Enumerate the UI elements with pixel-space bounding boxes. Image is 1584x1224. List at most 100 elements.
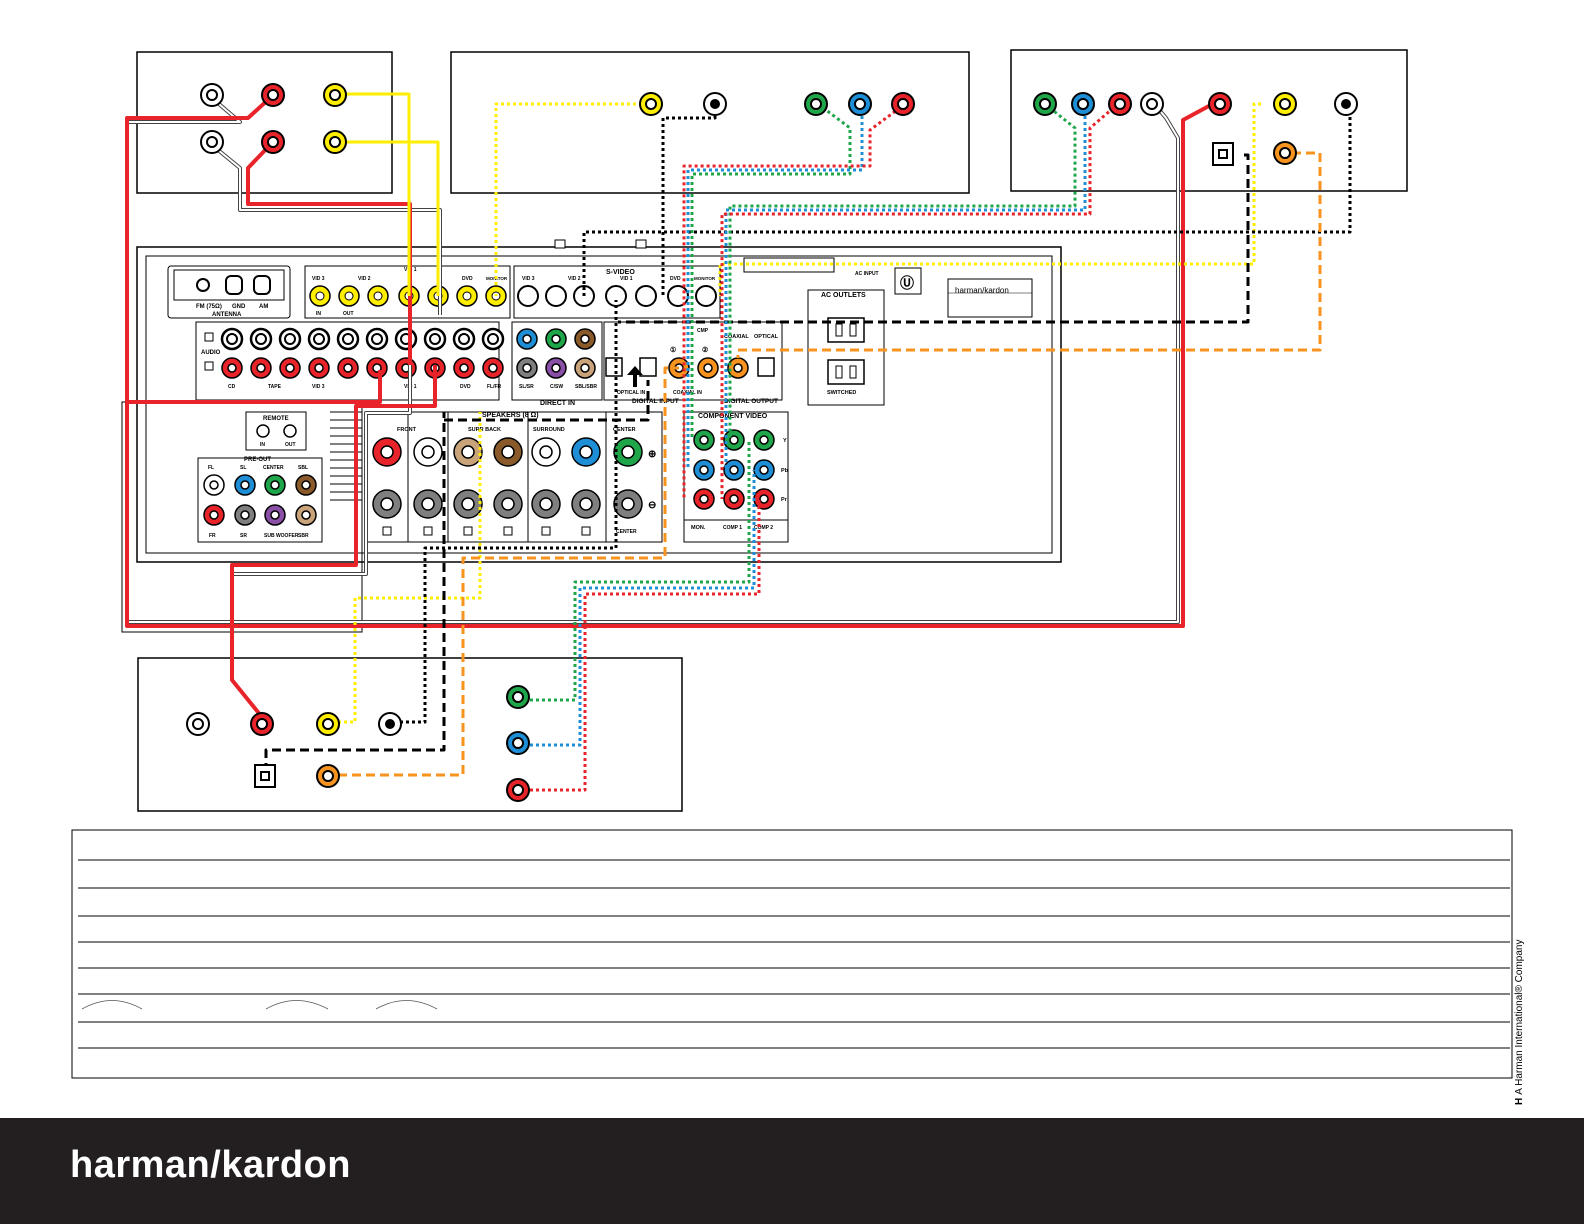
component-y-label: Y: [783, 438, 787, 444]
svideo-vid1-label: VID 1: [620, 276, 633, 282]
direct-in-jacks: [516, 328, 596, 379]
svideo-jack-row: [517, 285, 717, 307]
video-dvd-label: DVD: [462, 276, 473, 282]
speakers-front-label: FRONT: [397, 427, 417, 433]
speakers-center-bottom-label: CENTER: [616, 529, 637, 535]
preout-sbr-label: SBR: [298, 533, 309, 539]
remote-title: REMOTE: [263, 416, 289, 422]
speakers-title: SPEAKERS (8 Ω): [482, 412, 539, 419]
optical-out: [757, 357, 775, 377]
ac-outlet-switched: [827, 359, 865, 385]
svideo-vid2-label: VID 2: [568, 276, 581, 282]
speaker-terminals-bottom: [372, 489, 643, 519]
receiver-rear-panel: FM (75Ω) GND AM ANTENNA VID 3 VID 2 VID …: [121, 239, 1062, 633]
preout-jacks: [203, 474, 317, 526]
wiring-diagram: FM (75Ω) GND AM ANTENNA VID 3 VID 2 VID …: [71, 49, 1513, 1079]
cables: [125, 92, 1352, 792]
preout-center-label: CENTER: [263, 465, 284, 471]
fm-label: FM (75Ω): [196, 304, 222, 310]
remote-in-jack: [256, 424, 270, 438]
switched-label: SWITCHED: [827, 390, 856, 396]
speakers-surround-label: SURROUND: [533, 427, 565, 433]
component-title: COMPONENT VIDEO: [698, 413, 768, 420]
arrow-icon: [627, 366, 643, 387]
direct-csw-label: C/SW: [550, 384, 563, 390]
component-pb-label: Pb: [781, 468, 789, 474]
brand-logo: harman/kardon: [70, 1144, 352, 1186]
component-pr-label: Pr: [781, 497, 788, 503]
fm-antenna-jack: [196, 278, 210, 292]
ul-mark-icon: Ⓤ: [900, 275, 914, 291]
video-vid3-label: VID 3: [312, 276, 325, 282]
preout-fl-label: FL: [208, 465, 214, 471]
optical-in-label: OPTICAL IN: [617, 390, 646, 396]
optical-label: OPTICAL: [754, 334, 779, 340]
preout-sr-label: SR: [240, 533, 247, 539]
antenna-title: ANTENNA: [212, 312, 242, 318]
svideo-vid3-label: VID 3: [522, 276, 535, 282]
video-out-label: OUT: [343, 311, 354, 317]
video-vid2-label: VID 2: [358, 276, 371, 282]
preout-section: [197, 457, 323, 543]
minus-icon: ⊖: [648, 500, 656, 511]
speaker-release-tabs: [382, 526, 591, 536]
gnd-label: GND: [232, 304, 246, 310]
preout-title: PRE-OUT: [244, 457, 271, 463]
vcr-jacks: [200, 83, 347, 154]
direct-sblsbr-label: SBL/SBR: [575, 384, 597, 390]
component-video-jacks: [693, 429, 775, 510]
remote-in-label: IN: [260, 442, 265, 448]
component-comp2-label: COMP 2: [754, 525, 773, 531]
nameplate-brand: harman/kardon: [955, 286, 1009, 295]
ac-input-label: AC INPUT: [855, 271, 879, 277]
remote-out-label: OUT: [285, 442, 296, 448]
dvd-jacks: [1033, 92, 1358, 166]
device-box-bottom: [137, 657, 683, 812]
digital-output-label: DIGITAL OUTPUT: [724, 398, 778, 405]
gnd-terminal: [225, 275, 243, 295]
remote-out-jack: [283, 424, 297, 438]
component-mon-label: MON.: [691, 525, 706, 531]
coaxial-label: COAXIAL: [724, 334, 749, 340]
audio-cd-label: CD: [228, 384, 236, 390]
nameplate: [947, 278, 1033, 318]
speakers-surrback-label: SURR BACK: [468, 427, 501, 433]
digital-number-2: ②: [702, 346, 708, 354]
digital-number-1: ①: [670, 346, 676, 354]
direct-in-title: DIRECT IN: [540, 400, 575, 407]
preout-sbl-label: SBL: [298, 465, 308, 471]
optical-in-1: [605, 357, 623, 377]
ac-outlets-section: [807, 289, 885, 406]
svideo-dvd-label: DVD: [670, 276, 681, 282]
audio-flfr-label: FL/FR: [487, 384, 502, 390]
speakers-section: [365, 411, 663, 543]
cmp-label: CMP: [697, 328, 709, 334]
audio-vid3-label: VID 3: [312, 384, 325, 390]
tv-jacks: [639, 92, 915, 116]
preout-fr-label: FR: [209, 533, 216, 539]
plus-icon: ⊕: [648, 449, 656, 460]
svideo-monitor-label: MONITOR: [694, 276, 716, 281]
device-box-tv: [450, 51, 970, 194]
svideo-title: S-VIDEO: [606, 269, 635, 276]
preout-subwoofer-label: SUB WOOFER: [264, 533, 299, 539]
notes-table: [71, 829, 1513, 1079]
audio-jacks-right-row: [221, 357, 504, 379]
coaxial-jacks: [668, 357, 749, 379]
optical-in-2: [639, 357, 657, 377]
preout-sl-label: SL: [240, 465, 246, 471]
bottom-device-jacks: [186, 685, 530, 802]
audio-label: AUDIO: [201, 350, 221, 356]
device-box-dvd: [1010, 49, 1408, 192]
speaker-terminals-top: [372, 437, 643, 467]
footer-bar: [0, 1118, 1584, 1224]
speakers-center-label: CENTER: [613, 427, 636, 433]
audio-dvd-label: DVD: [460, 384, 471, 390]
am-label: AM: [259, 304, 268, 310]
company-text: A Harman International® Company: [1514, 939, 1525, 1095]
am-antenna-terminal: [253, 275, 271, 295]
direct-slsr-label: SL/SR: [519, 384, 534, 390]
component-comp1-label: COMP 1: [723, 525, 742, 531]
ac-outlets-label: AC OUTLETS: [821, 292, 866, 299]
digital-input-label: DIGITAL INPUT: [632, 398, 679, 405]
